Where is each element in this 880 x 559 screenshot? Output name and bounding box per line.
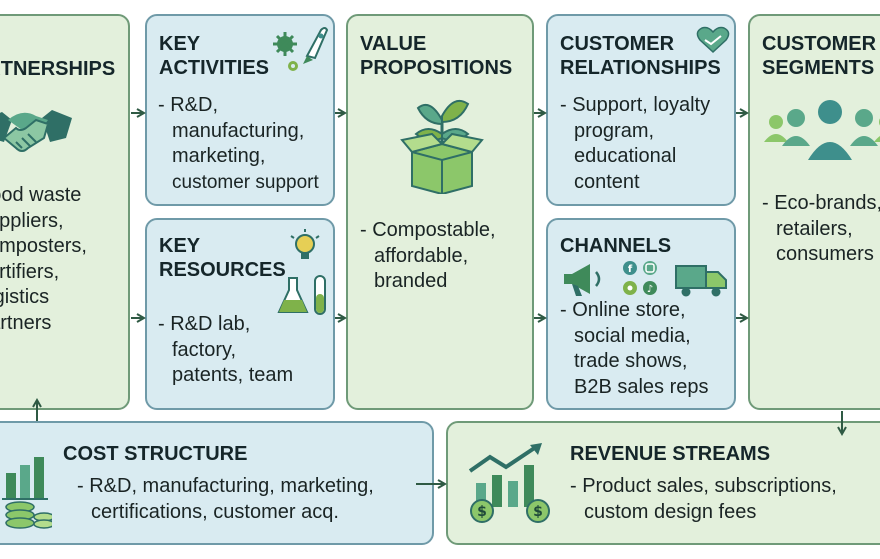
partnerships-line: suppliers, [0,209,64,232]
value-propositions-line: - Compostable, [360,219,496,241]
sprouting-box-icon [400,100,484,194]
channels-text: - Online store, social media, trade show… [560,298,709,400]
customer-segments-line: consumers [776,243,874,265]
customer-relationships-line: - Support, loyalty [560,94,711,116]
key-activities-box: KEY ACTIVITIES - R&D, manufacturing, mar… [145,14,335,206]
key-resources-title-1: KEY [159,235,201,257]
key-activities-line: - R&D, [158,94,218,116]
partnerships-box: PARTNERSHIPS Food waste suppliers, compo… [0,14,130,410]
key-activities-title-2: ACTIVITIES [159,57,270,79]
key-activities-line: marketing, [172,145,266,167]
svg-text:♪: ♪ [647,284,653,295]
svg-text:$: $ [477,504,487,520]
customer-relationships-line: program, [574,119,655,142]
value-propositions-line: affordable, [374,244,469,267]
revenue-streams-text: - Product sales, subscriptions, custom d… [570,474,837,525]
customer-relationships-title-2: RELATIONSHIPS [560,57,721,79]
revenue-streams-line: custom design fees [584,500,757,523]
customer-relationships-line: educational [574,145,677,167]
key-activities-line: manufacturing, [172,119,305,142]
channels-line: B2B sales reps [574,375,709,398]
key-resources-line: - R&D lab, [158,313,251,335]
channels-box: CHANNELS f ♪ - Online store, social medi… [546,218,736,410]
revenue-streams-line: - Product sales, subscriptions, [570,475,837,497]
partnerships-line: logistics [0,286,50,308]
partnerships-line: composters, [0,235,87,257]
partnerships-text: Food waste suppliers, composters, certif… [0,183,87,336]
megaphone-social-truck-icon: f ♪ [564,261,727,297]
customer-segments-line: - Eco-brands, [762,192,880,214]
customer-segments-title-2: SEGMENTS [762,57,875,79]
channels-title: CHANNELS [560,235,672,257]
cost-structure-line: - R&D, manufacturing, marketing, [77,475,374,497]
svg-text:$: $ [533,504,543,520]
svg-text:f: f [628,264,633,275]
customer-relationships-line: content [574,170,640,193]
partnerships-line: Food waste [0,184,82,206]
value-propositions-line: branded [374,270,448,292]
value-propositions-title-2: PROPOSITIONS [360,57,513,79]
cost-structure-line: certifications, customer acq. [91,500,339,523]
key-resources-line: factory, [172,338,237,361]
customer-segments-line: retailers, [776,217,853,240]
channels-line: trade shows, [574,350,688,372]
channels-line: - Online store, [560,299,686,321]
key-activities-text: - R&D, manufacturing, marketing, custome… [158,93,319,195]
value-propositions-title-1: VALUE [360,33,427,55]
value-propositions-text: - Compostable, affordable, branded [360,218,496,295]
handshake-icon [0,110,72,152]
customer-relationships-title-1: CUSTOMER [560,33,675,55]
gears-rocket-icon [273,27,329,71]
lightbulb-flask-icon [277,229,326,315]
key-resources-title-2: RESOURCES [159,259,286,281]
partnerships-line: certifiers, [0,260,60,283]
partnerships-title: PARTNERSHIPS [0,58,116,80]
heart-handshake-icon [696,26,730,54]
partnerships-line: partners [0,311,52,334]
customer-relationships-text: - Support, loyalty program, educational … [560,93,710,195]
value-propositions-box: VALUE PROPOSITIONS - Compostable, afford… [346,14,534,410]
key-resources-text: - R&D lab, factory, patents, team [158,312,293,389]
bar-chart-coins-icon [2,457,52,529]
key-resources-box: KEY RESOURCES - R&D lab, factory, patent… [145,218,335,410]
growth-chart-dollar-icon: $ $ [468,443,550,523]
cost-structure-box: COST STRUCTURE - R&D, manufacturing, mar… [0,421,434,545]
key-activities-title-1: KEY [159,33,201,55]
customer-segments-title-1: CUSTOMER [762,33,877,55]
cost-structure-title: COST STRUCTURE [63,443,248,465]
key-resources-line: patents, team [172,364,294,386]
revenue-streams-title: REVENUE STREAMS [570,443,771,465]
customer-relationships-box: CUSTOMER RELATIONSHIPS - Support, loyalt… [546,14,736,206]
key-activities-line: customer support [172,171,319,193]
cost-structure-text: - R&D, manufacturing, marketing, certifi… [77,474,374,525]
revenue-streams-box: REVENUE STREAMS $ $ - Product sales, sub… [446,421,880,545]
people-group-icon [764,100,880,160]
customer-segments-text: - Eco-brands, retailers, consumers [762,191,880,268]
customer-segments-box: CUSTOMER SEGMENTS - Eco-brands, retailer… [748,14,880,410]
channels-line: social media, [574,324,691,347]
